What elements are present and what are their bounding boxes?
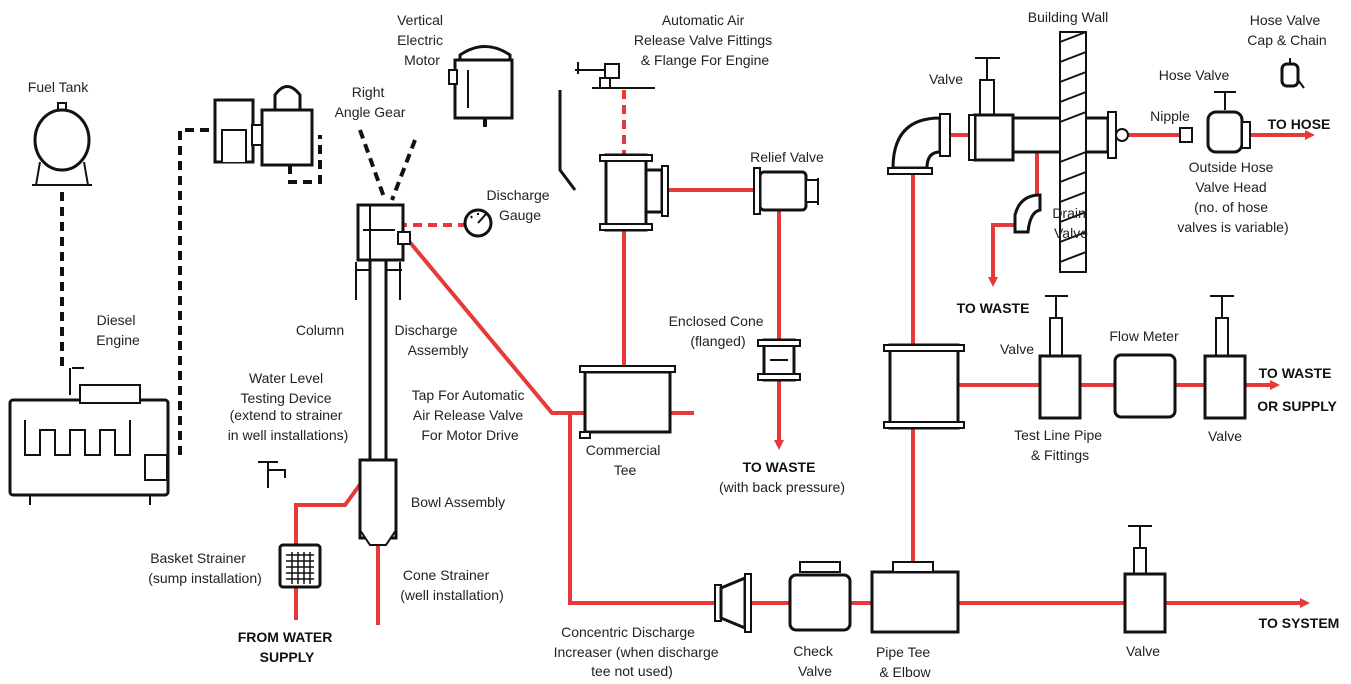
upper-tee xyxy=(599,153,669,232)
drive-lines xyxy=(60,118,487,455)
label-fuel-tank: Fuel Tank xyxy=(28,79,89,95)
label-relief-valve: Relief Valve xyxy=(750,149,824,165)
pipe-tee-bottom xyxy=(870,561,960,634)
vertical-electric-motor xyxy=(448,45,514,120)
auto-air-release xyxy=(558,62,655,191)
building-wall xyxy=(1059,31,1087,273)
riser-tee xyxy=(883,343,965,430)
label-hose-valve: Hose Valve xyxy=(1159,67,1230,83)
label-water-level: Water Level Testing Device (extend to st… xyxy=(228,370,349,443)
label-check-valve: Check Valve xyxy=(793,643,837,679)
commercial-tee xyxy=(579,365,676,439)
label-to-waste-supply: TO WASTE OR SUPPLY xyxy=(1257,365,1337,414)
label-enclosed-cone: Enclosed Cone (flanged) xyxy=(669,313,768,349)
check-valve xyxy=(788,561,852,632)
label-nipple: Nipple xyxy=(1150,108,1190,124)
label-tap-auto-air: Tap For Automatic Air Release Valve For … xyxy=(412,387,529,443)
label-discharge-gauge: Discharge Gauge xyxy=(487,187,554,223)
fuel-tank xyxy=(32,102,92,186)
label-with-back-pressure: (with back pressure) xyxy=(719,479,845,495)
label-drain-valve: Drain Valve xyxy=(1052,205,1089,241)
labels: Fuel Tank Diesel Engine Right Angle Gear… xyxy=(28,9,1340,680)
concentric-increaser xyxy=(714,573,752,633)
label-valve-test-right: Valve xyxy=(1208,428,1242,444)
label-column: Column xyxy=(296,322,344,338)
basket-strainer xyxy=(278,543,322,589)
relief-valve xyxy=(753,167,819,215)
label-hose-valve-cap: Hose Valve Cap & Chain xyxy=(1247,12,1326,48)
label-building-wall: Building Wall xyxy=(1028,9,1108,25)
flow-meter xyxy=(1113,353,1177,419)
test-valve-right xyxy=(1203,295,1247,420)
pump-column xyxy=(355,203,411,546)
water-level-device xyxy=(258,461,286,488)
drain-valve xyxy=(1013,193,1042,234)
label-vertical-electric-motor: Vertical Electric Motor xyxy=(397,12,447,68)
label-auto-air-release: Automatic Air Release Valve Fittings & F… xyxy=(634,12,776,68)
riser-elbow xyxy=(887,113,951,175)
label-concentric-increaser: Concentric Discharge Increaser (when dis… xyxy=(554,624,723,679)
test-valve-left xyxy=(1038,295,1082,420)
label-right-angle-gear: Right Angle Gear xyxy=(335,84,406,120)
right-angle-gear xyxy=(213,85,314,167)
discharge-gauge xyxy=(463,208,493,238)
label-cone-strainer: Cone Strainer (well installation) xyxy=(400,567,503,603)
label-diesel-engine: Diesel Engine xyxy=(96,312,140,348)
top-valve xyxy=(968,57,1129,162)
label-discharge-assembly: Discharge Assembly xyxy=(395,322,469,358)
label-outside-hose: Outside Hose Valve Head (no. of hose val… xyxy=(1177,159,1288,235)
label-basket-strainer: Basket Strainer (sump installation) xyxy=(148,550,262,586)
label-to-system: TO SYSTEM xyxy=(1259,615,1340,631)
label-to-hose: TO HOSE xyxy=(1268,116,1331,132)
label-bowl-assembly: Bowl Assembly xyxy=(411,494,505,510)
label-from-water-supply: FROM WATER SUPPLY xyxy=(238,629,337,665)
label-valve-system: Valve xyxy=(1126,643,1160,659)
label-to-waste-drain: TO WASTE xyxy=(957,300,1030,316)
label-commercial-tee: Commercial Tee xyxy=(586,442,665,478)
label-valve-test-left: Valve xyxy=(1000,341,1034,357)
label-pipe-tee-elbow: Pipe Tee & Elbow xyxy=(876,644,934,680)
hose-valve xyxy=(1179,91,1251,154)
label-test-line: Test Line Pipe & Fittings xyxy=(1014,427,1106,463)
label-flow-meter: Flow Meter xyxy=(1109,328,1179,344)
diesel-engine xyxy=(8,367,170,505)
label-to-waste-back-pressure: TO WASTE xyxy=(743,459,816,475)
system-valve xyxy=(1123,525,1167,634)
enclosed-cone xyxy=(757,338,801,382)
label-valve-top: Valve xyxy=(929,71,963,87)
hose-valve-cap xyxy=(1280,58,1305,89)
